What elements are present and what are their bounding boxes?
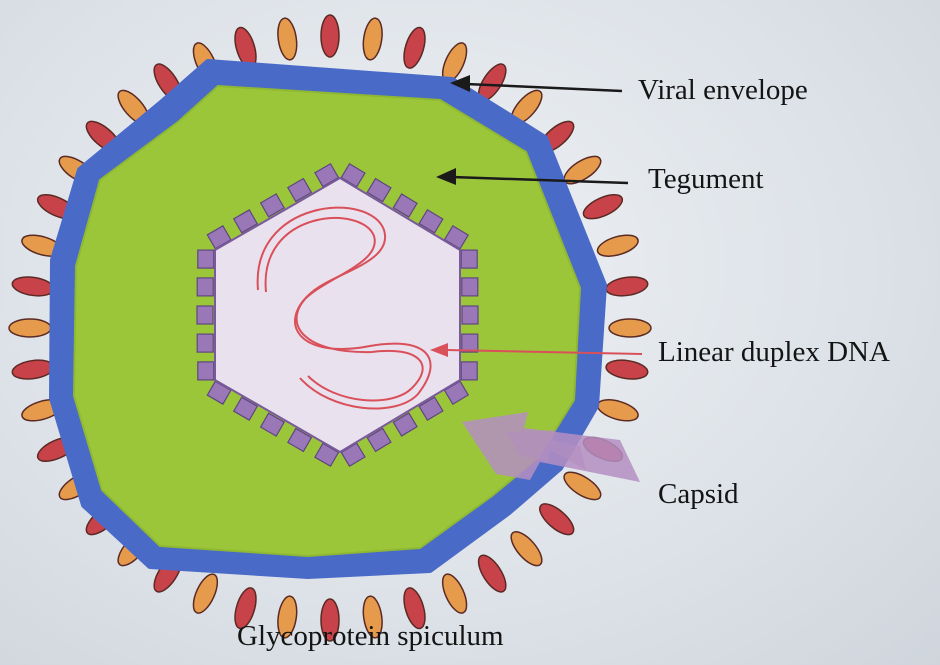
capsomere xyxy=(197,278,213,296)
glycoprotein-spike xyxy=(605,358,649,382)
glycoprotein-spike xyxy=(535,499,579,540)
capsomere xyxy=(462,306,478,324)
glycoprotein-spike xyxy=(400,25,429,70)
glycoprotein-spike xyxy=(321,15,339,57)
glycoprotein-spike xyxy=(438,571,472,617)
glycoprotein-spike xyxy=(11,358,55,382)
glycoprotein-spike xyxy=(595,231,640,260)
glycoprotein-spike xyxy=(11,274,55,298)
glycoprotein-spike xyxy=(9,319,51,337)
capsomere xyxy=(198,250,214,268)
tegument-label: Tegument xyxy=(648,163,764,196)
capsomere xyxy=(197,334,213,352)
arrow-left-icon xyxy=(450,75,622,92)
capsomere xyxy=(461,362,477,380)
capsomere xyxy=(461,250,477,268)
capsomere xyxy=(198,362,214,380)
capsomere xyxy=(197,306,213,324)
linear-duplex-dna-label: Linear duplex DNA xyxy=(658,336,890,369)
glycoprotein-spike xyxy=(473,551,511,596)
capsomere xyxy=(462,278,478,296)
viral-envelope-label: Viral envelope xyxy=(638,74,808,107)
glycoprotein-spike xyxy=(580,190,626,224)
glycoprotein-spike xyxy=(361,17,385,61)
glycoprotein-spike xyxy=(595,396,640,425)
capsid-label: Capsid xyxy=(658,478,739,511)
glycoprotein-spike xyxy=(506,527,547,571)
glycoprotein-spike xyxy=(605,274,649,298)
glycoprotein-spike xyxy=(560,151,605,189)
glycoprotein-spiculum-label: Glycoprotein spiculum xyxy=(237,620,504,653)
glycoprotein-spike xyxy=(189,571,223,617)
glycoprotein-spike xyxy=(609,319,651,337)
glycoprotein-spike xyxy=(275,17,299,61)
